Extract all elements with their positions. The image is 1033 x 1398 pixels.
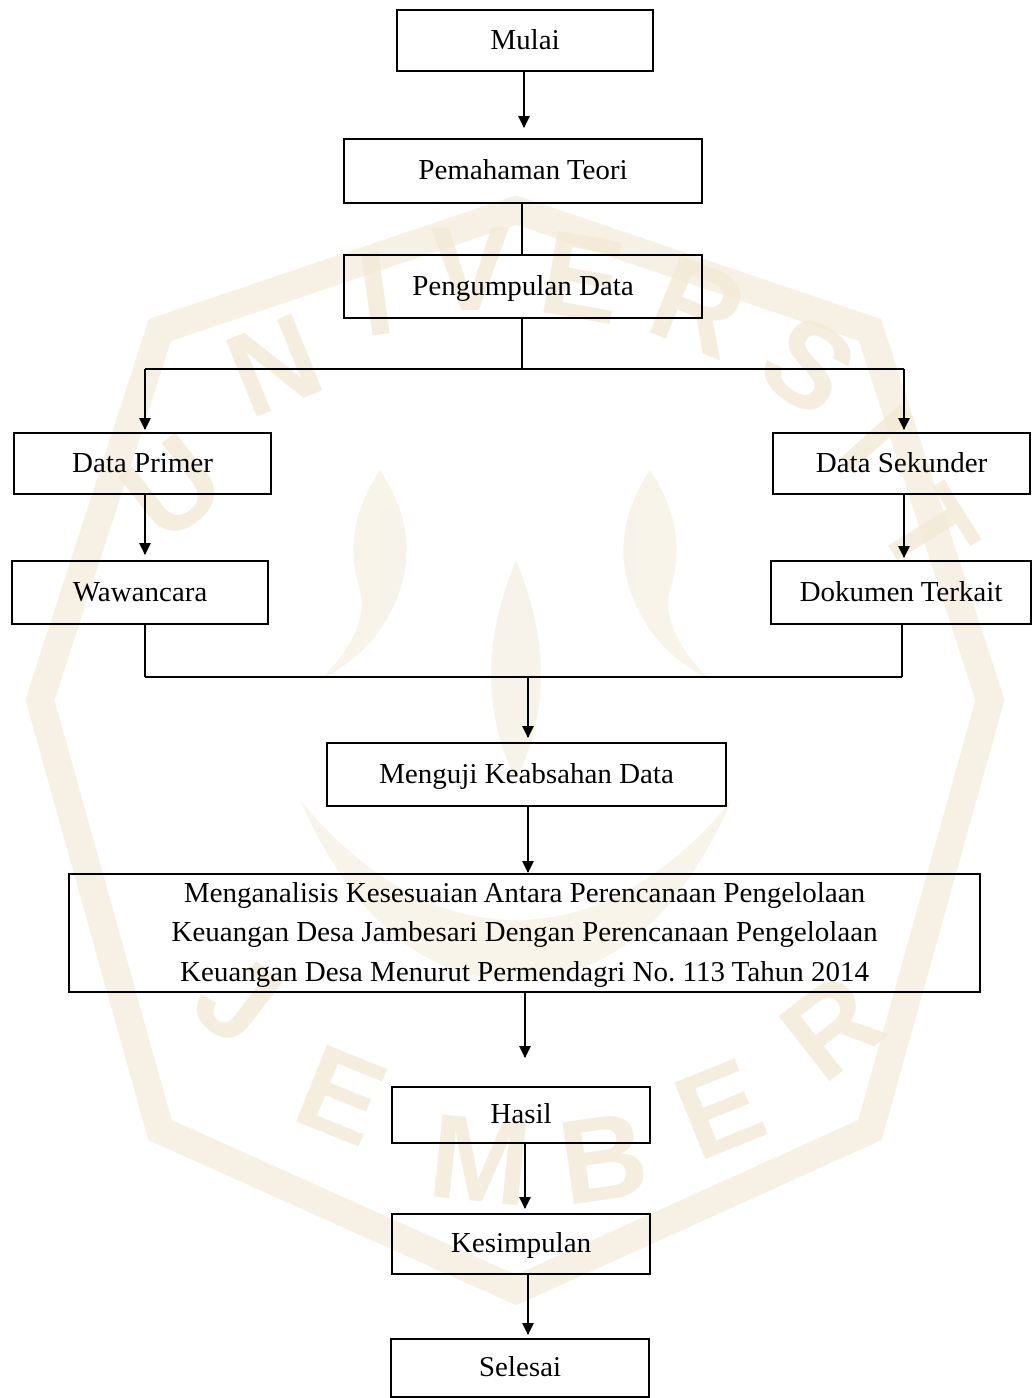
primary-data-node: Data Primer <box>13 432 272 495</box>
interview-label: Wawancara <box>72 575 208 608</box>
end-node: Selesai <box>390 1338 650 1398</box>
analysis-node: Menganalisis Kesesuaian Antara Perencana… <box>68 873 981 993</box>
theory-node: Pemahaman Teori <box>343 138 703 204</box>
result-node: Hasil <box>391 1086 651 1144</box>
secondary-data-label: Data Sekunder <box>815 446 988 479</box>
analysis-line-2: Keuangan Desa Jambesari Dengan Perencana… <box>171 916 878 949</box>
conclusion-label: Kesimpulan <box>450 1227 592 1260</box>
analysis-line-1: Menganalisis Kesesuaian Antara Perencana… <box>183 877 866 910</box>
data-collection-label: Pengumpulan Data <box>412 269 634 302</box>
start-node: Mulai <box>396 9 654 72</box>
analysis-line-3: Keuangan Desa Menurut Permendagri No. 11… <box>180 955 869 988</box>
validity-test-label: Menguji Keabsahan Data <box>379 757 674 790</box>
primary-data-label: Data Primer <box>72 446 213 479</box>
analysis-text: Menganalisis Kesesuaian Antara Perencana… <box>171 874 877 991</box>
end-label: Selesai <box>478 1351 562 1384</box>
data-collection-node: Pengumpulan Data <box>343 254 703 319</box>
validity-test-node: Menguji Keabsahan Data <box>326 742 727 807</box>
conclusion-node: Kesimpulan <box>391 1213 651 1275</box>
start-label: Mulai <box>490 23 560 56</box>
result-label: Hasil <box>490 1098 552 1131</box>
theory-label: Pemahaman Teori <box>418 154 628 187</box>
interview-node: Wawancara <box>11 560 269 625</box>
related-documents-node: Dokumen Terkait <box>770 560 1032 625</box>
secondary-data-node: Data Sekunder <box>772 432 1031 495</box>
related-documents-label: Dokumen Terkait <box>799 575 1003 608</box>
